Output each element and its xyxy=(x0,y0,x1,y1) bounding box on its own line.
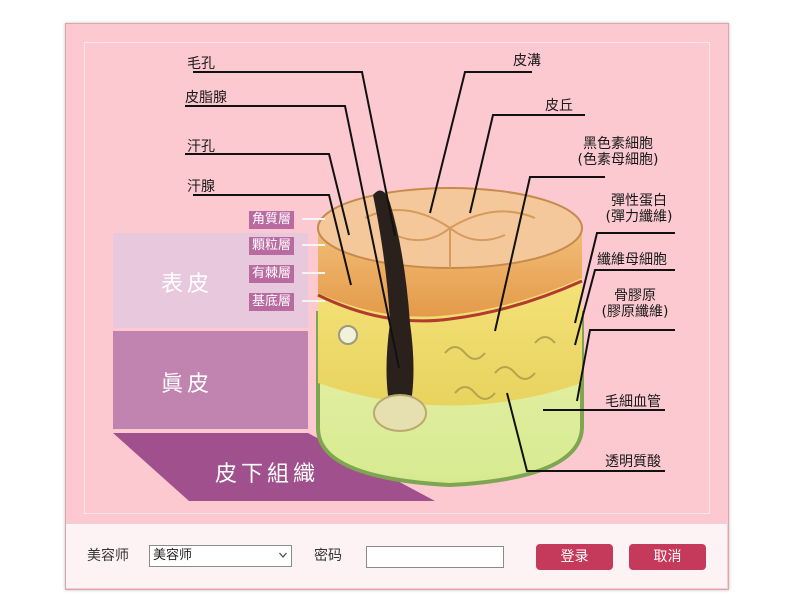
skin-structure-diagram: 毛孔 皮脂腺 汗孔 汗腺 皮溝 皮丘 黑色素細胞 (色素母細胞) 彈性蛋白 (彈… xyxy=(65,23,727,523)
role-label: 美容师 xyxy=(87,548,129,564)
skin-illustration xyxy=(113,71,675,501)
skin-grooves xyxy=(364,209,536,268)
label-sweat-gland: 汗腺 xyxy=(187,179,215,195)
collagen-fibers xyxy=(444,336,556,400)
sweat-gland-coil xyxy=(338,325,358,345)
hair-bulb xyxy=(373,394,427,432)
cancel-button[interactable]: 取消 xyxy=(629,544,706,570)
label-collagen-line2: (膠原纖維) xyxy=(601,304,669,320)
layer-tag-connectors xyxy=(302,218,325,302)
layer-tag-stratum-basale: 基底層 xyxy=(249,293,295,311)
chevron-down-icon xyxy=(279,552,287,558)
label-skin-hill: 皮丘 xyxy=(545,98,573,114)
label-melanocyte-line2: (色素母細胞) xyxy=(577,152,659,168)
layer-tag-stratum-granulosum: 顆粒層 xyxy=(249,237,295,255)
subcutis-label: 皮下組織 xyxy=(215,462,320,487)
diagram-frame xyxy=(84,42,710,514)
label-collagen: 骨膠原 (膠原纖維) xyxy=(595,288,675,320)
role-select[interactable]: 美容师 xyxy=(149,545,292,567)
basal-line xyxy=(317,279,583,323)
label-sweat-pore: 汗孔 xyxy=(187,139,215,155)
layer-tag-stratum-corneum: 角質層 xyxy=(249,211,295,229)
dermis-label: 眞皮 xyxy=(161,372,214,397)
hair-shaft xyxy=(373,190,414,416)
login-bar: 美容师 美容师 密码 登录 取消 xyxy=(66,523,727,588)
label-capillary: 毛細血管 xyxy=(605,394,661,410)
label-collagen-line1: 骨膠原 xyxy=(614,288,656,304)
label-melanocyte-line1: 黑色素細胞 xyxy=(583,136,653,152)
label-sebaceous-gland: 皮脂腺 xyxy=(185,90,227,106)
dermis-block xyxy=(113,331,308,429)
layer-tag-stratum-spinosum: 有棘層 xyxy=(249,265,295,283)
label-elastin-line2: (彈力纖維) xyxy=(605,209,673,225)
epidermis-label: 表皮 xyxy=(161,272,214,297)
leader-lines xyxy=(185,71,675,472)
label-elastin-line1: 彈性蛋白 xyxy=(611,193,667,209)
role-select-value: 美容师 xyxy=(153,548,193,563)
password-label: 密码 xyxy=(314,548,342,564)
password-input[interactable] xyxy=(366,546,504,568)
label-pore: 毛孔 xyxy=(187,56,215,72)
label-fibroblast: 纖維母細胞 xyxy=(597,252,667,268)
label-hyaluronic-acid: 透明質酸 xyxy=(605,454,661,470)
subcutis-block xyxy=(113,433,435,501)
login-button[interactable]: 登录 xyxy=(536,544,613,570)
label-elastin: 彈性蛋白 (彈力纖維) xyxy=(599,193,679,225)
label-melanocyte: 黑色素細胞 (色素母細胞) xyxy=(563,136,673,168)
label-skin-groove: 皮溝 xyxy=(513,53,541,69)
